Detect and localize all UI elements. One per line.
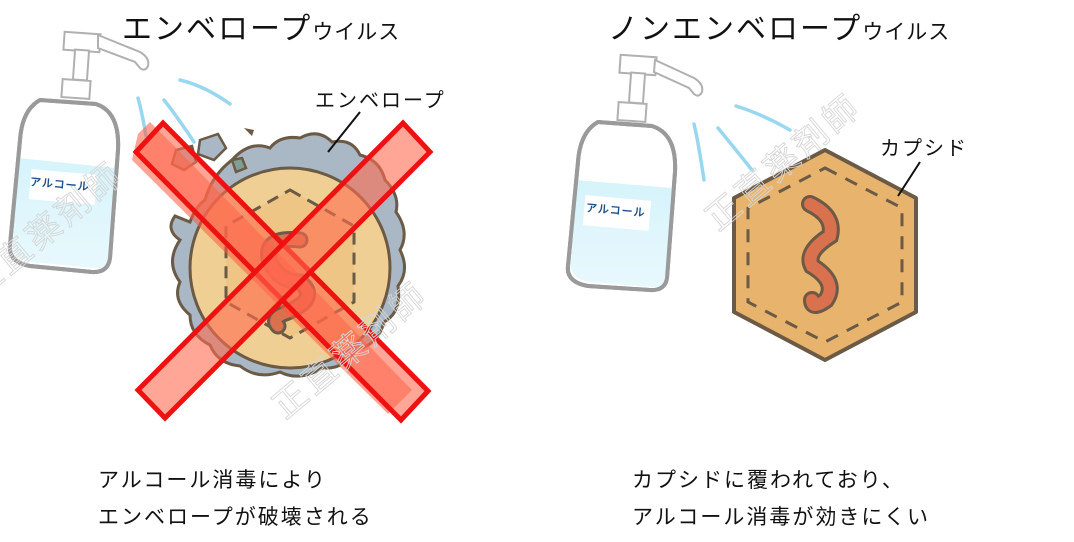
capsid-callout-line — [897, 161, 921, 197]
right-caption-line-2: アルコール消毒が効きにくい — [632, 505, 930, 529]
left-title-main: エンベロープ — [122, 12, 313, 47]
right-caption: カプシドに覆われており、 アルコール消毒が効きにくい — [632, 462, 930, 536]
right-spray-icon — [692, 104, 792, 182]
left-panel-title: エンベロープウイルス — [122, 4, 400, 48]
left-caption-line-1: アルコール消毒により — [98, 468, 327, 492]
left-caption: アルコール消毒により エンベロープが破壊される — [98, 462, 373, 536]
left-title-small: ウイルス — [312, 20, 401, 44]
left-caption-line-2: エンベロープが破壊される — [98, 505, 373, 529]
right-caption-line-1: カプシドに覆われており、 — [632, 468, 905, 492]
envelope-callout-label: エンベロープ — [315, 88, 446, 112]
right-panel-title: ノンエンベロープウイルス — [608, 4, 950, 48]
right-title-small: ウイルス — [862, 20, 951, 44]
capsid-callout-label: カプシド — [880, 136, 968, 160]
cross-mark-icon — [132, 119, 434, 424]
capsid-virus-icon — [732, 148, 918, 362]
left-alcohol-bottle-icon — [7, 30, 150, 275]
envelope-callout-line — [327, 111, 361, 153]
right-title-main: ノンエンベロープ — [608, 12, 863, 47]
right-alcohol-bottle-icon — [565, 53, 704, 293]
